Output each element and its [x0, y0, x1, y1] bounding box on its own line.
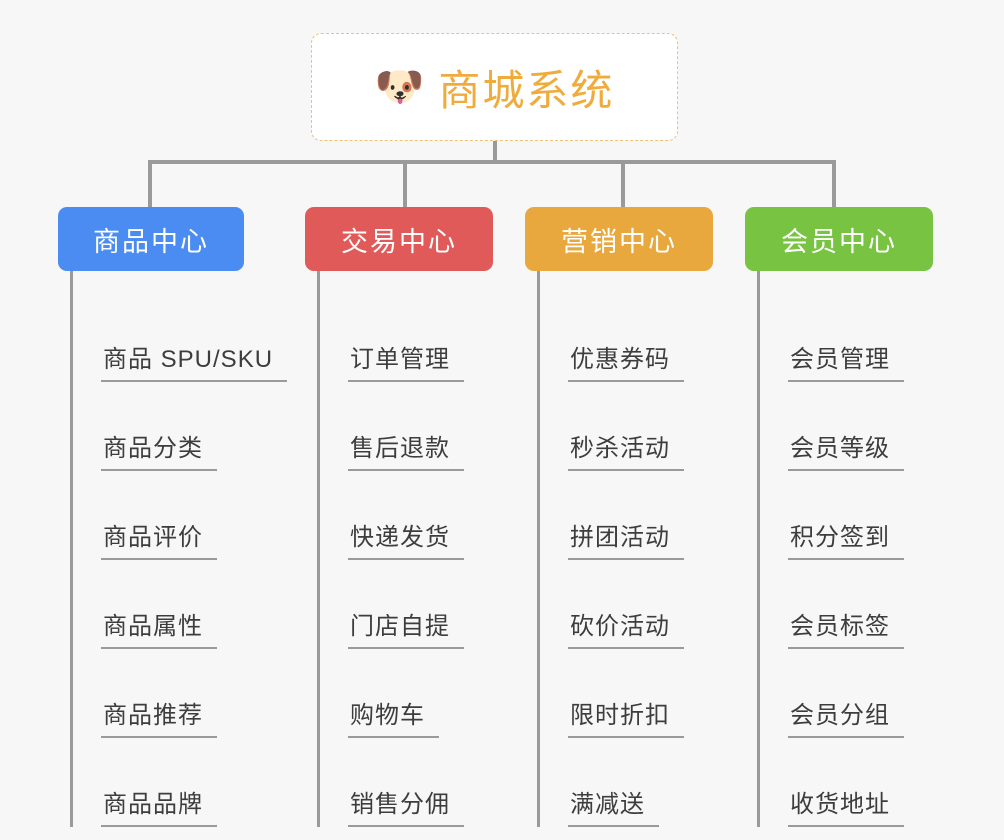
leaf-item[interactable]: 会员等级 [760, 382, 933, 471]
leaf-item[interactable]: 拼团活动 [540, 471, 713, 560]
leaf-item-label: 会员标签 [788, 606, 904, 649]
connector-horizontal-bar [148, 160, 834, 164]
leaf-item[interactable]: 优惠券码 [540, 293, 713, 382]
leaf-item[interactable]: 会员管理 [760, 293, 933, 382]
connector-root-stem [493, 141, 497, 163]
leaf-item[interactable]: 商品评价 [73, 471, 287, 560]
leaf-item[interactable]: 收货地址 [760, 738, 933, 827]
leaf-item[interactable]: 售后退款 [320, 382, 493, 471]
leaf-item-label: 收货地址 [788, 784, 904, 827]
connector-drop-1 [148, 160, 152, 208]
connector-drop-2 [403, 160, 407, 208]
leaf-list-member-center: 会员管理会员等级积分签到会员标签会员分组收货地址 [757, 271, 933, 827]
leaf-item-label: 积分签到 [788, 517, 904, 560]
leaf-item[interactable]: 销售分佣 [320, 738, 493, 827]
column-marketing-center: 营销中心优惠券码秒杀活动拼团活动砍价活动限时折扣满减送 [525, 207, 713, 827]
leaf-item-label: 满减送 [568, 784, 659, 827]
leaf-item[interactable]: 会员标签 [760, 560, 933, 649]
leaf-list-trade-center: 订单管理售后退款快递发货门店自提购物车销售分佣 [317, 271, 493, 827]
leaf-item[interactable]: 满减送 [540, 738, 713, 827]
leaf-item[interactable]: 商品 SPU/SKU [73, 293, 288, 382]
leaf-item[interactable]: 商品品牌 [73, 738, 287, 827]
leaf-item-label: 拼团活动 [568, 517, 684, 560]
leaf-item-label: 商品推荐 [101, 695, 217, 738]
leaf-item[interactable]: 秒杀活动 [540, 382, 713, 471]
leaf-item[interactable]: 商品推荐 [73, 649, 287, 738]
leaf-item[interactable]: 门店自提 [320, 560, 493, 649]
leaf-item-label: 商品分类 [101, 428, 217, 471]
column-trade-center: 交易中心订单管理售后退款快递发货门店自提购物车销售分佣 [305, 207, 493, 827]
leaf-item[interactable]: 订单管理 [320, 293, 493, 382]
column-member-center: 会员中心会员管理会员等级积分签到会员标签会员分组收货地址 [745, 207, 933, 827]
leaf-item[interactable]: 砍价活动 [540, 560, 713, 649]
leaf-item[interactable]: 商品属性 [73, 560, 287, 649]
column-header-member-center[interactable]: 会员中心 [745, 207, 933, 271]
leaf-item[interactable]: 购物车 [320, 649, 493, 738]
leaf-item-label: 销售分佣 [348, 784, 464, 827]
leaf-item[interactable]: 会员分组 [760, 649, 933, 738]
leaf-item-label: 限时折扣 [568, 695, 684, 738]
leaf-item-label: 商品属性 [101, 606, 217, 649]
leaf-item-label: 售后退款 [348, 428, 464, 471]
leaf-item-label: 快递发货 [348, 517, 464, 560]
connector-drop-4 [832, 160, 836, 208]
column-header-product-center[interactable]: 商品中心 [58, 207, 244, 271]
leaf-list-product-center: 商品 SPU/SKU 商品分类商品评价商品属性商品推荐商品品牌 [70, 271, 288, 827]
leaf-item-label: 商品评价 [101, 517, 217, 560]
leaf-item-label: 会员分组 [788, 695, 904, 738]
leaf-item-label: 会员管理 [788, 339, 904, 382]
leaf-list-marketing-center: 优惠券码秒杀活动拼团活动砍价活动限时折扣满减送 [537, 271, 713, 827]
leaf-item-label: 商品品牌 [101, 784, 217, 827]
leaf-item-label: 会员等级 [788, 428, 904, 471]
root-title: 商城系统 [438, 66, 615, 114]
leaf-item-label: 秒杀活动 [568, 428, 684, 471]
leaf-item-label: 订单管理 [348, 339, 464, 382]
column-header-trade-center[interactable]: 交易中心 [305, 207, 493, 271]
leaf-item[interactable]: 快递发货 [320, 471, 493, 560]
leaf-item-label: 购物车 [348, 695, 439, 738]
column-product-center: 商品中心商品 SPU/SKU 商品分类商品评价商品属性商品推荐商品品牌 [58, 207, 288, 827]
leaf-item-label: 优惠券码 [568, 339, 684, 382]
root-node[interactable]: 🐶 商城系统 [311, 33, 678, 141]
leaf-item[interactable]: 限时折扣 [540, 649, 713, 738]
leaf-item-label: 砍价活动 [568, 606, 684, 649]
leaf-item-label: 商品 SPU/SKU [101, 339, 288, 382]
connector-drop-3 [621, 160, 625, 208]
dog-face-icon: 🐶 [374, 65, 425, 109]
column-header-marketing-center[interactable]: 营销中心 [525, 207, 713, 271]
leaf-item[interactable]: 积分签到 [760, 471, 933, 560]
leaf-item[interactable]: 商品分类 [73, 382, 287, 471]
leaf-item-label: 门店自提 [348, 606, 464, 649]
